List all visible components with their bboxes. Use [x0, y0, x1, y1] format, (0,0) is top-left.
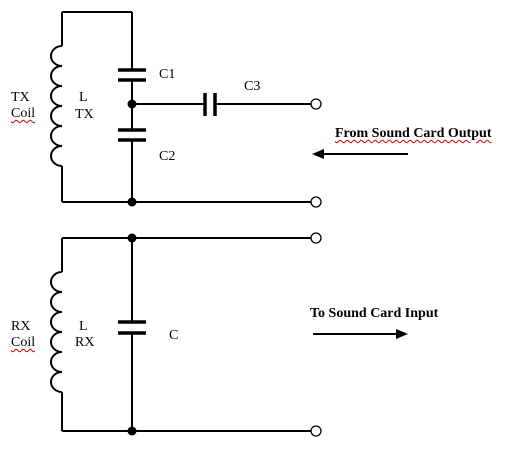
tx-inductor-label-line1: L [79, 90, 88, 105]
rx-inductor-label-line2: RX [75, 335, 95, 350]
rx-coil-label-line2: Coil [11, 334, 35, 351]
tx-circuit [50, 11, 408, 208]
rx-coil-label-line1: RX [11, 319, 31, 334]
rx-coil-inductor [50, 271, 63, 393]
tx-terminal-bottom [310, 196, 322, 208]
rx-junction-bottom [127, 426, 137, 436]
rx-capacitor-label: C [169, 328, 179, 343]
tx-junction-bottom [127, 197, 137, 207]
rx-terminal-top [310, 232, 322, 244]
tx-coil-label-line1: TX [11, 90, 30, 105]
tx-coil-label-line2: Coil [11, 105, 35, 122]
rx-circuit [50, 232, 408, 437]
c2-label: C2 [159, 149, 176, 164]
tx-coil-inductor [50, 45, 63, 167]
tx-arrow-head [312, 149, 324, 159]
rx-port-label: To Sound Card Input [310, 306, 439, 321]
rx-junction-top [127, 233, 137, 243]
tx-port-label-text: From Sound Card Output [335, 126, 492, 141]
tx-junction-center [127, 99, 137, 109]
rx-arrow-head [396, 329, 408, 339]
tx-inductor-label-line2: TX [75, 107, 94, 122]
tx-coil-label-text: Coil [11, 106, 36, 121]
rx-coil-label-text: Coil [11, 335, 36, 350]
c1-label: C1 [159, 67, 176, 82]
rx-terminal-bottom [310, 425, 322, 437]
rx-inductor-label-line1: L [79, 319, 88, 334]
c3-label: C3 [244, 79, 261, 94]
tx-port-label: From Sound Card Output [335, 125, 492, 142]
tx-terminal-top [310, 98, 322, 110]
